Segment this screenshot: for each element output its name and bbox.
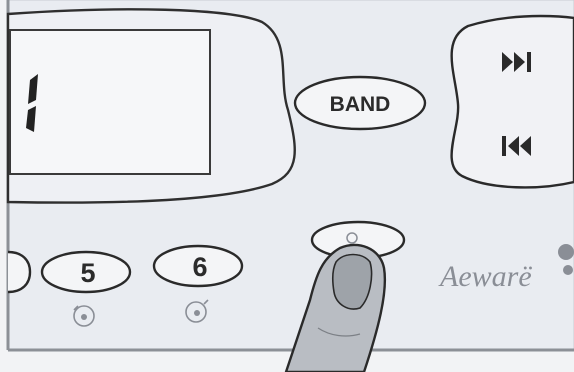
preset-5-button[interactable]: 5: [42, 252, 130, 292]
preset-6-button[interactable]: 6: [154, 246, 242, 286]
preset-6-label: 6: [192, 252, 207, 282]
band-button[interactable]: BAND: [295, 77, 425, 129]
preset-5-label: 5: [80, 258, 95, 288]
svg-text:Aewarë: Aewarë: [438, 260, 532, 293]
track-control-pod: [452, 16, 574, 187]
band-button-label: BAND: [330, 93, 391, 116]
